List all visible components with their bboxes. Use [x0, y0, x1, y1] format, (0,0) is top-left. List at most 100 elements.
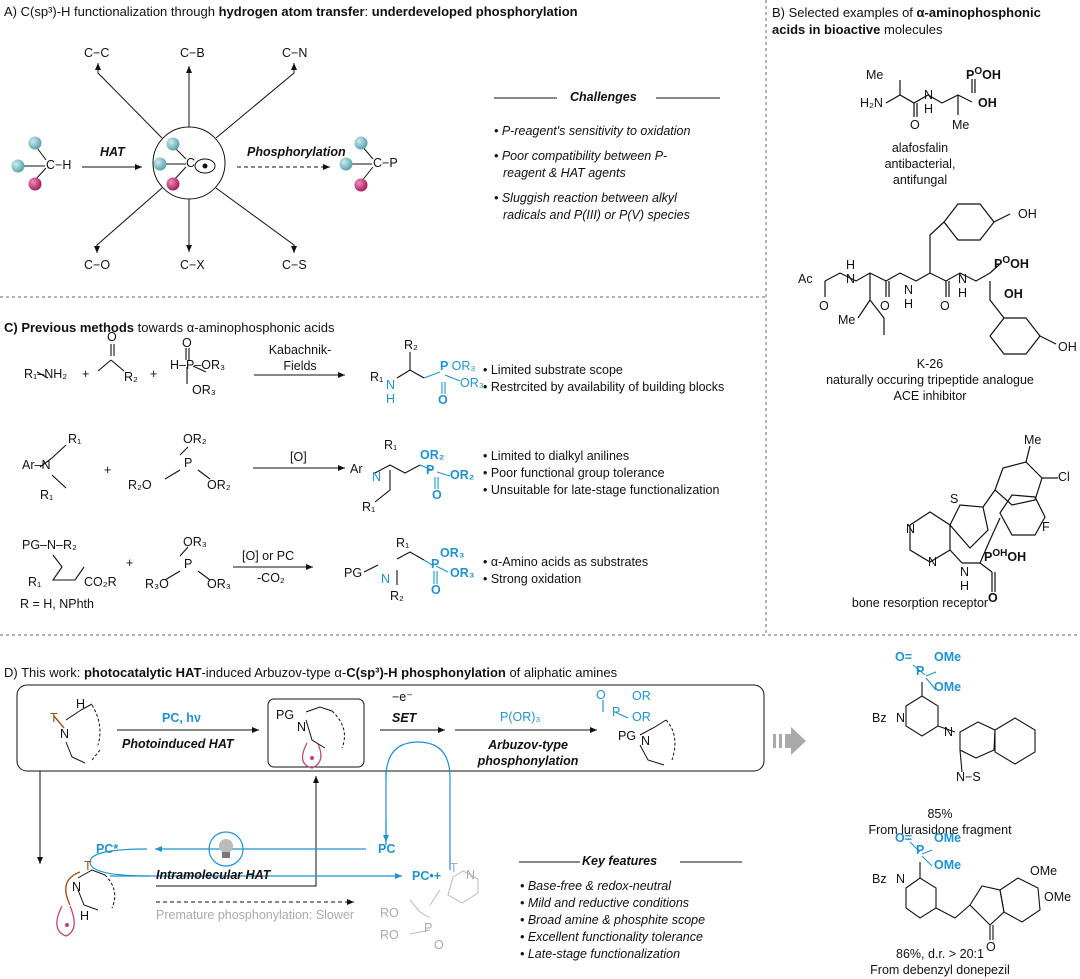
alafosfalin-me2: Me: [952, 118, 970, 132]
intramolecular-hat: Intramolecular HAT: [156, 868, 271, 882]
c1-o: O: [107, 330, 117, 344]
panel-c-structures: [36, 344, 425, 585]
d-grey-ro2: RO: [380, 928, 399, 942]
ex1-bz: Bz: [872, 711, 887, 725]
bone-n1: N: [906, 522, 916, 536]
panel-c-blue-bonds: [419, 371, 461, 584]
c1-po: O: [182, 336, 192, 350]
c2-prod-ar: Ar: [350, 462, 363, 476]
c2-r1a: R₁: [68, 432, 82, 446]
d-bottom-t: T: [84, 859, 92, 873]
c3-prod-or3a: OR₃: [440, 546, 465, 560]
d-grey-p: P: [424, 921, 433, 935]
alafosfalin-h2n: H₂N: [860, 96, 883, 110]
c3-prod-o: O: [431, 583, 441, 597]
c1-prod-or3: OR₃: [460, 376, 484, 390]
c3-r3o: R₃O: [145, 577, 169, 591]
c2-or2a: OR₂: [183, 432, 207, 446]
challenges-list: • P-reagent's sensitivity to oxidation •…: [494, 124, 691, 222]
c3-reagent2: -CO₂: [257, 571, 285, 585]
radical-c: C: [186, 156, 196, 170]
d-prod-pg: PG: [618, 729, 637, 743]
c3-prod-r2: R₂: [390, 589, 404, 603]
k26-p: POOH: [994, 255, 1029, 272]
c2-prod-or2b: OR₂: [450, 468, 475, 482]
c3-r1: R₁: [28, 575, 42, 589]
pc-star: PC*: [96, 842, 119, 856]
c3-prod-r1: R₁: [396, 536, 410, 550]
c1-prod-r1: R₁: [370, 370, 384, 384]
c2-prod-r1: R₁: [384, 438, 398, 452]
k26-me: Me: [838, 313, 856, 327]
minus-e: −e⁻: [392, 690, 413, 704]
ex2-ketone-o: O: [986, 940, 996, 954]
c2-plus: +: [104, 463, 112, 477]
k26-o1: O: [819, 299, 829, 313]
por3: P(OR)₃: [500, 710, 541, 724]
d-n: N: [60, 727, 70, 741]
c1-reagent: Kabachnik-Fields: [268, 343, 332, 373]
d-t: T: [50, 711, 58, 725]
c2-or2b: OR₂: [207, 478, 231, 492]
c3-bullets: • α-Amino acids as substrates• Strong ox…: [483, 555, 649, 586]
panel-d-examples: [905, 682, 1041, 940]
start-ch: C−H: [46, 158, 72, 172]
c1-plus2: +: [150, 367, 158, 381]
c1-prod-r2: R₂: [404, 338, 418, 352]
c3-p: P: [184, 557, 193, 571]
photoinduced-hat: Photoinduced HAT: [122, 737, 234, 751]
ex1-n1: N: [896, 711, 906, 725]
panel-dividers: [0, 0, 1080, 636]
d-grey-o: O: [434, 938, 444, 952]
bone-n2: N: [928, 555, 938, 569]
ex1-ome2: OMe: [934, 680, 962, 694]
panel-a-balls: [11, 136, 368, 192]
ex1-ns: N−S: [956, 770, 981, 784]
c3-pg: PG–N–R₂: [22, 538, 77, 552]
bone-me: Me: [1024, 433, 1042, 447]
c2-reagent: [O]: [290, 450, 307, 464]
c2-prod-p: P: [426, 463, 435, 477]
c3-co2r: CO₂R: [84, 575, 117, 589]
c1-prod-p: P OR₃: [440, 359, 476, 373]
bone-s: S: [950, 492, 959, 506]
premature-note: Premature phosphonylation: Slower: [156, 908, 355, 922]
next-arrow-icon: [773, 727, 806, 755]
ex2-ome2: OMe: [934, 858, 962, 872]
ex2-n: N: [896, 872, 906, 886]
alafosfalin-me1: Me: [866, 68, 884, 82]
c3-rnote: R = H, NPhth: [20, 597, 94, 611]
key-features-title: Key features: [582, 854, 658, 868]
d-box-pg: PG: [276, 708, 295, 722]
panel-b-title: B) Selected examples of α-aminophosphoni…: [772, 5, 1041, 37]
panel-a-title: A) C(sp³)-H functionalization through hy…: [4, 4, 578, 19]
ex2-o: O=: [895, 831, 913, 845]
key-features-list: • Base-free & redox-neutral• Mild and re…: [520, 879, 706, 961]
k26-oh3: OH: [1004, 287, 1023, 301]
c1-hp: H–P–OR₃: [170, 358, 226, 372]
c1-plus1: +: [82, 367, 90, 381]
bond-cs: C−S: [282, 258, 307, 272]
c3-reagent1: [O] or PC: [242, 549, 295, 563]
k26-oh2: OH: [1058, 340, 1077, 354]
pc-hv: PC, hν: [162, 711, 201, 725]
d-grey-t: T: [450, 861, 458, 875]
bone-caption: bone resorption receptor: [851, 596, 989, 610]
c2-bullets: • Limited to dialkyl anilines• Poor func…: [483, 449, 720, 497]
c1-r2: R₂: [124, 370, 138, 384]
bone-f: F: [1042, 520, 1050, 534]
k26-o3: O: [940, 299, 950, 313]
panel-c-title: C) Previous methods towards α-aminophosp…: [4, 320, 335, 335]
ex1-p: P: [916, 664, 925, 678]
ex1-n2: N: [944, 725, 954, 739]
ex2-bz: Bz: [872, 872, 887, 886]
c1-prod-o: O: [438, 393, 448, 407]
